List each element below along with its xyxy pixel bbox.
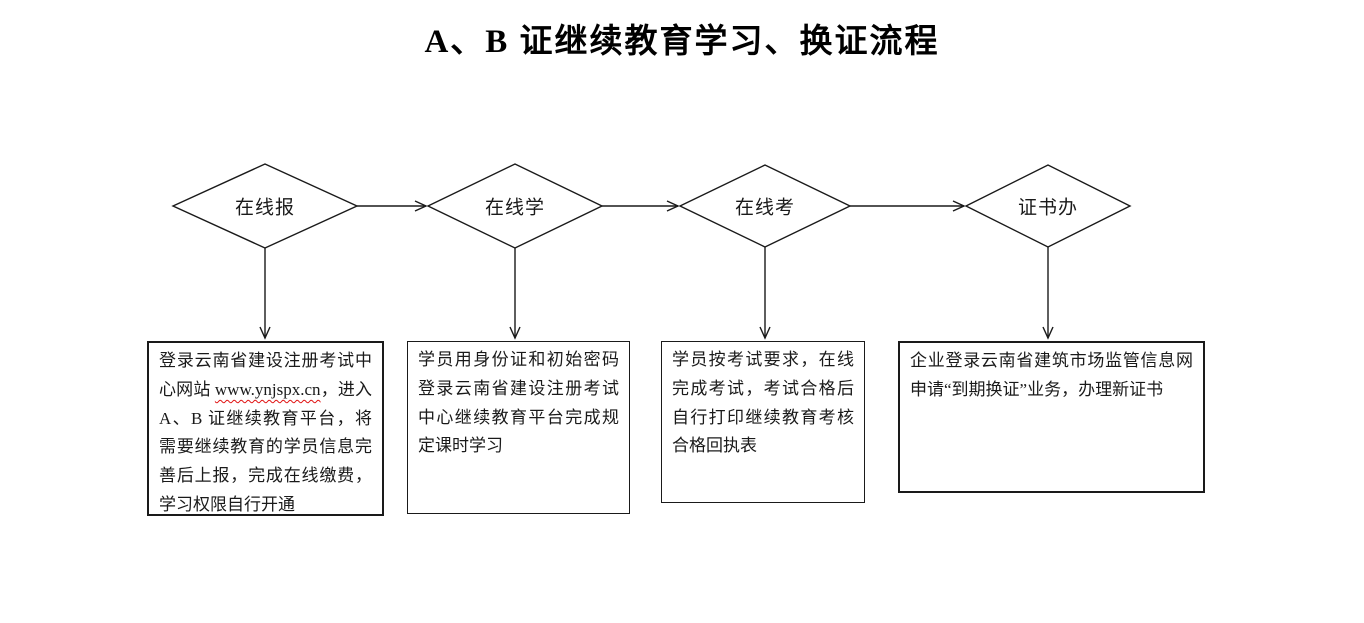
description-box-study: 学员用身份证和初始密码登录云南省建设注册考试中心继续教育平台完成规定课时学习 xyxy=(407,341,630,514)
exam-description-text: 学员按考试要求，在线完成考试，考试合格后自行打印继续教育考核合格回执表 xyxy=(672,350,854,456)
diamond-label-study: 在线学 xyxy=(484,197,546,219)
register-description-text: 登录云南省建设注册考试中心网站 xyxy=(159,351,372,399)
page-title: A、B 证继续教育学习、换证流程 xyxy=(424,24,940,60)
description-box-exam: 学员按考试要求，在线完成考试，考试合格后自行打印继续教育考核合格回执表 xyxy=(661,341,865,503)
description-box-certificate: 企业登录云南省建筑市场监管信息网申请“到期换证”业务，办理新证书 xyxy=(898,341,1205,493)
website-url-text: www.ynjspx.cn xyxy=(214,379,321,399)
study-description-text: 学员用身份证和初始密码登录云南省建设注册考试中心继续教育平台完成规定课时学习 xyxy=(418,350,619,456)
certificate-description-text: 企业登录云南省建筑市场监管信息网申请“到期换证”业务，办理新证书 xyxy=(910,351,1193,399)
register-description-text-continued: ，进入 A、B 证继续教育平台，将需要继续教育的学员信息完善后上报，完成在线缴费… xyxy=(159,379,373,514)
diamond-label-register: 在线报 xyxy=(234,197,296,219)
description-box-register: 登录云南省建设注册考试中心网站 www.ynjspx.cn，进入 A、B 证继续… xyxy=(147,341,384,516)
diamond-certificate xyxy=(964,164,1132,248)
diamond-label-certificate: 证书办 xyxy=(1017,197,1079,219)
diamond-label-exam: 在线考 xyxy=(734,197,796,219)
